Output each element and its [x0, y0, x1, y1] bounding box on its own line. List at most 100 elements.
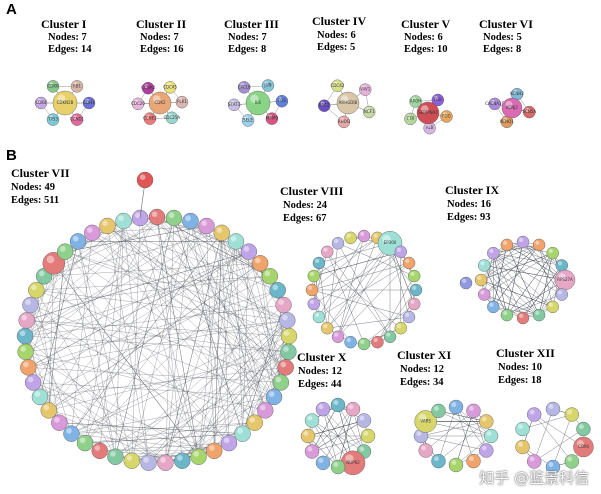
interaction-edge: [84, 422, 255, 444]
node-highlight: [578, 424, 584, 430]
protein-node: [148, 208, 166, 226]
protein-node: [363, 105, 376, 119]
cluster-nodes: Nodes: 12: [400, 364, 444, 375]
node-label: COX6: [578, 444, 589, 449]
interaction-edge: [28, 367, 281, 383]
node-label: SERPINA1: [418, 110, 438, 115]
protein-node: [383, 330, 397, 343]
interaction-edge: [182, 351, 289, 461]
protein-node: [459, 276, 473, 290]
interaction-edge: [92, 232, 281, 383]
network-cluster-12: COX6: [515, 401, 594, 475]
node-highlight: [268, 391, 275, 397]
protein-node: [487, 246, 500, 260]
node-label: SELE: [243, 117, 253, 122]
protein-node: [305, 283, 319, 297]
interaction-edge: [318, 243, 391, 318]
protein-node: [157, 454, 174, 471]
protein-node: [414, 410, 437, 433]
node-highlight: [548, 302, 553, 307]
node-label: CDK4: [35, 100, 46, 105]
node-highlight: [490, 99, 496, 104]
node-highlight: [134, 99, 139, 104]
protein-node: [573, 436, 594, 458]
protein-node: [336, 91, 360, 115]
node-highlight: [250, 94, 259, 104]
interaction-edge: [123, 221, 149, 463]
node-highlight: [405, 258, 410, 263]
node-label: KCNJ2: [506, 105, 518, 110]
interaction-edge: [43, 276, 215, 451]
node-highlight: [216, 227, 223, 233]
protein-node: [440, 110, 453, 123]
protein-node: [404, 112, 417, 126]
cluster-edges: Edges: 14: [48, 44, 92, 55]
node-label: NCF1: [364, 109, 375, 114]
interaction-edge: [25, 304, 284, 337]
node-highlight: [264, 270, 271, 277]
node-highlight: [57, 94, 66, 104]
node-label: ARHGDIB: [339, 100, 358, 105]
protein-node: [555, 259, 569, 272]
node-highlight: [503, 310, 508, 316]
interaction-edge: [420, 435, 487, 451]
node-highlight: [489, 248, 494, 254]
protein-node: [272, 374, 290, 391]
interaction-edge: [24, 232, 222, 337]
interaction-edge: [24, 335, 166, 463]
interaction-edge: [107, 225, 286, 368]
interaction-edge: [190, 220, 266, 411]
protein-node: [300, 428, 316, 444]
interaction-edge: [25, 220, 191, 352]
interaction-edge: [522, 265, 563, 319]
interaction-edge: [182, 382, 281, 461]
protein-node: [479, 443, 494, 458]
interaction-edge: [484, 294, 524, 319]
protein-node: [515, 439, 530, 455]
node-label: CACNA1C: [485, 101, 505, 106]
node-highlight: [283, 346, 289, 352]
node-highlight: [49, 82, 54, 87]
panel-label-a: A: [6, 1, 17, 18]
interaction-edge: [71, 335, 290, 434]
interaction-edge: [326, 251, 365, 345]
node-highlight: [333, 400, 339, 405]
protein-node: [22, 296, 39, 314]
node-highlight: [309, 299, 315, 304]
interaction-edge: [533, 408, 554, 462]
cluster-nodes: Nodes: 6: [317, 30, 356, 41]
interaction-edge: [165, 218, 175, 463]
interaction-edge: [313, 262, 320, 305]
protein-node: [31, 388, 49, 406]
node-highlight: [323, 323, 328, 329]
protein-node: [115, 212, 132, 230]
interaction-edge: [337, 409, 354, 468]
protein-node: [477, 288, 491, 301]
protein-node: [42, 252, 65, 275]
interaction-edge: [326, 243, 339, 329]
node-label: RB1: [73, 83, 82, 88]
node-highlight: [19, 330, 26, 337]
interaction-edge: [25, 320, 288, 352]
caption-cluster-9: Cluster IX Nodes: 16 Edges: 93: [445, 183, 499, 223]
interaction-edge: [493, 252, 540, 316]
interaction-edge: [389, 243, 410, 318]
protein-node: [99, 217, 116, 235]
protein-node: [34, 96, 48, 110]
protein-node: [245, 90, 271, 116]
interaction-edge: [156, 216, 270, 277]
node-label: JUN: [263, 83, 271, 88]
node-label: CDH1: [83, 100, 95, 105]
node-highlight: [451, 402, 457, 407]
protein-node: [564, 407, 580, 422]
interaction-edge: [182, 320, 288, 461]
protein-node: [555, 288, 569, 301]
panel-label-b: B: [6, 147, 17, 164]
node-highlight: [418, 413, 427, 422]
interaction-edge: [493, 244, 540, 308]
node-highlight: [240, 83, 245, 88]
interaction-edge: [25, 351, 199, 457]
cluster-captions: Cluster I Nodes: 7 Edges: 14 Cluster II …: [11, 14, 555, 390]
